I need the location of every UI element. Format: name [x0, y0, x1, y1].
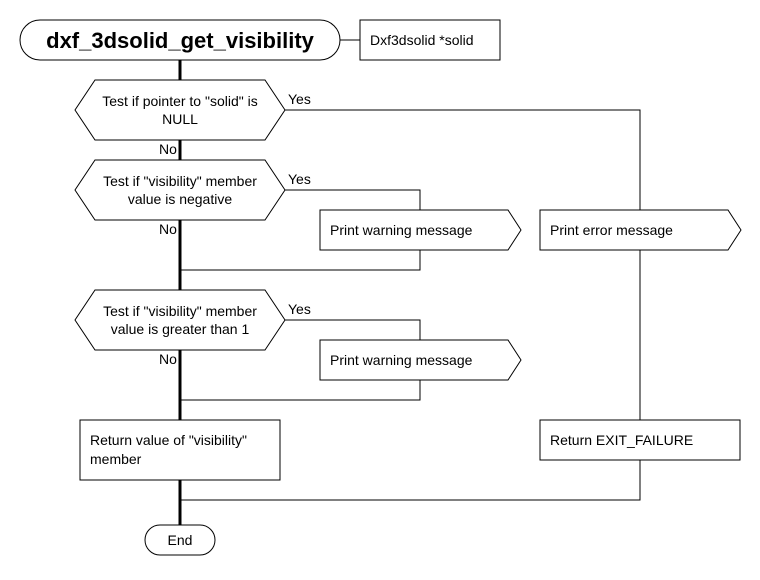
- decision-greater-node: Test if "visibility" member value is gre…: [74, 289, 286, 351]
- parameter-label: Dxf3dsolid *solid: [370, 32, 474, 48]
- end-node: End: [144, 524, 216, 556]
- decision-negative-line2: value is negative: [128, 191, 233, 207]
- no-label-greater: No: [159, 351, 177, 367]
- decision-greater-line2: value is greater than 1: [111, 321, 250, 337]
- decision-negative-node: Test if "visibility" member value is neg…: [74, 159, 286, 221]
- print-error-node: Print error message: [539, 209, 742, 251]
- return-value-node: Return value of "visibility" member: [79, 419, 281, 481]
- print-warning-label-1: Print warning message: [330, 222, 473, 238]
- return-value-line1: Return value of "visibility": [90, 432, 247, 448]
- decision-negative-line1: Test if "visibility" member: [103, 173, 257, 189]
- decision-null-node: Test if pointer to "solid" is NULL: [74, 79, 286, 141]
- function-title: dxf_3dsolid_get_visibility: [46, 28, 315, 53]
- decision-null-line2: NULL: [162, 111, 198, 127]
- yes-label-negative: Yes: [288, 171, 311, 187]
- return-failure-label: Return EXIT_FAILURE: [550, 432, 693, 448]
- yes-label-greater: Yes: [288, 301, 311, 317]
- decision-null-line1: Test if pointer to "solid" is: [102, 93, 257, 109]
- print-warning-node-2: Print warning message: [319, 339, 522, 381]
- parameter-node: Dxf3dsolid *solid: [359, 19, 501, 61]
- print-warning-label-2: Print warning message: [330, 352, 473, 368]
- end-label: End: [168, 532, 193, 548]
- yes-label-null: Yes: [288, 91, 311, 107]
- print-error-label: Print error message: [550, 222, 673, 238]
- print-warning-node-1: Print warning message: [319, 209, 522, 251]
- function-title-node: dxf_3dsolid_get_visibility: [19, 19, 341, 61]
- return-failure-node: Return EXIT_FAILURE: [539, 419, 741, 461]
- decision-greater-line1: Test if "visibility" member: [103, 303, 257, 319]
- branch-flow-lines: [180, 39, 641, 501]
- return-value-line2: member: [90, 451, 142, 467]
- no-label-null: No: [159, 141, 177, 157]
- no-label-negative: No: [159, 221, 177, 237]
